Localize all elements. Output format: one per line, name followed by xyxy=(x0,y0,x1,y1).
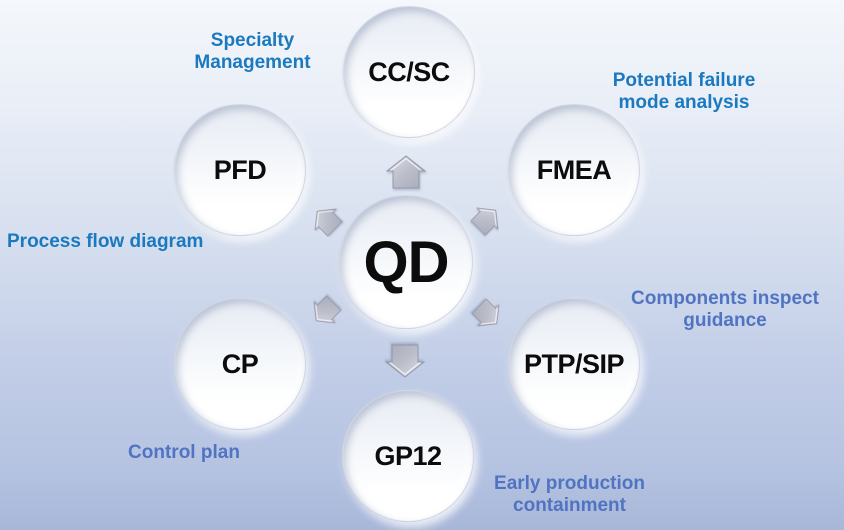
center-node-qd-label: QD xyxy=(363,229,450,295)
annotation-line: containment xyxy=(513,495,626,516)
node-cp-label: CP xyxy=(221,348,259,379)
node-cp: CP xyxy=(174,298,306,430)
arrow-down-right-icon xyxy=(471,298,500,327)
node-ptpsip: PTP/SIP xyxy=(508,298,640,430)
arrow-up-right-icon xyxy=(470,207,499,236)
annotation-line: Early production xyxy=(494,473,645,494)
annotation-components-inspect-guidance: Components inspect guidance xyxy=(622,288,828,332)
node-gp12-label: GP12 xyxy=(374,440,442,471)
node-ccsc: CC/SC xyxy=(343,6,475,138)
annotation-specialty-management: Specialty Management xyxy=(155,30,350,74)
node-ptpsip-label: PTP/SIP xyxy=(523,348,625,379)
annotation-line: Process flow diagram xyxy=(7,231,204,252)
arrow-down-left-icon xyxy=(313,295,342,324)
node-ccsc-label: CC/SC xyxy=(368,56,450,87)
arrow-up-left-icon xyxy=(314,208,343,237)
node-pfd-label: PFD xyxy=(213,154,267,185)
annotation-line: guidance xyxy=(683,310,767,331)
node-gp12: GP12 xyxy=(342,390,474,522)
node-pfd: PFD xyxy=(174,104,306,236)
center-node-qd: QD xyxy=(339,195,473,329)
annotation-line: Control plan xyxy=(128,442,240,463)
annotation-line: Potential failure xyxy=(612,70,756,91)
annotation-line: mode analysis xyxy=(618,92,750,113)
annotation-control-plan: Control plan xyxy=(104,442,264,464)
annotation-line: Specialty xyxy=(210,30,295,51)
arrow-down-icon xyxy=(385,344,425,378)
annotation-line: Management xyxy=(194,52,311,73)
annotation-line: Components inspect xyxy=(631,288,819,309)
arrow-up-icon xyxy=(386,155,426,189)
annotation-process-flow-diagram: Process flow diagram xyxy=(7,231,227,253)
node-fmea-label: FMEA xyxy=(536,154,612,185)
node-fmea: FMEA xyxy=(508,104,640,236)
annotation-potential-failure-mode-analysis: Potential failure mode analysis xyxy=(584,70,784,114)
annotation-early-production-containment: Early production containment xyxy=(467,473,672,517)
